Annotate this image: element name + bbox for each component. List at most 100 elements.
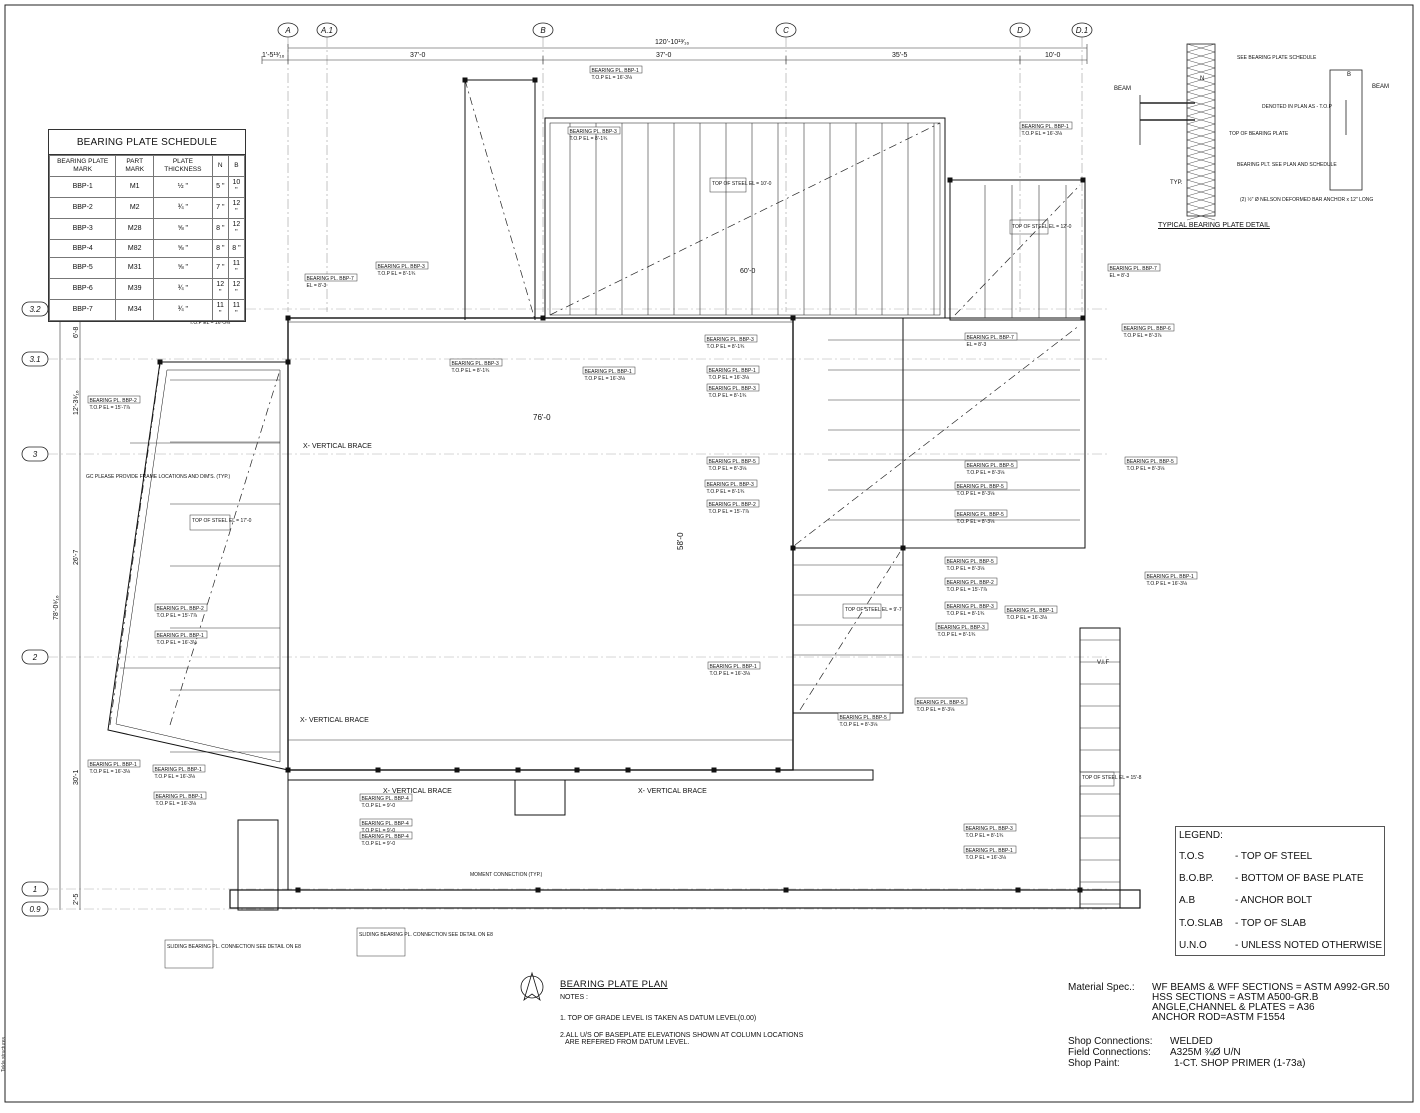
tos-9: TOP OF STEEL EL = 9'-7 [845,607,902,613]
note-1: 1. TOP OF GRADE LEVEL IS TAKEN AS DATUM … [560,1015,757,1022]
schedule-cell: 8 " [227,239,246,258]
bbp-tag-name: BEARING PL. BBP-2 [90,398,137,404]
bbp-tag-name: BEARING PL. BBP-7 [1110,266,1157,272]
grid-row-label: 2 [32,653,38,662]
grid-bubble-col: B [532,22,554,312]
grid-bubble-col: D [1009,22,1031,312]
legend-row: U.N.O- UNLESS NOTED OTHERWISE [1179,940,1384,951]
sheet-border [4,4,1414,1103]
schedule-cell: 11 " [227,299,246,321]
material-label: Material Spec.: [1068,982,1135,993]
detail-beam-right: BEAM [1372,84,1389,90]
detail-note-2: DENOTED IN PLAN AS - T.O.P [1262,104,1333,110]
schedule-header: BEARING PLATE MARK [48,155,117,177]
grid-col-label: C [783,26,789,35]
top-bay-dim-2: 37'-0 [656,52,671,59]
schedule-cell: ½ " [153,176,213,198]
bbp-tag-name: BEARING PL. BBP-6 [1124,326,1171,332]
bbp-tag-el: T.O.P EL = 8'-1¾ [378,271,417,277]
dim-76: 76'-0 [533,413,551,422]
tos-17: TOP OF STEEL EL = 17'-0 [192,518,252,524]
bearing-plate-detail [1139,43,1363,221]
bbp-tag-name: BEARING PL. BBP-4 [362,796,409,802]
schedule-cell: ¾ " [153,299,213,321]
bbp-tag-name: BEARING PL. BBP-4 [362,834,409,840]
bbp-tag: BEARING PL. BBP-5T.O.P EL = 8'-3⅛ [914,697,968,713]
bbp-tag: BEARING PL. BBP-4T.O.P EL = 9'-0 [359,831,413,847]
detail-beam-left: BEAM [1114,86,1131,92]
column-marker [515,767,521,773]
bbp-tag-el: T.O.P EL = 8'-1¾ [570,136,609,142]
bbp-tag-el: T.O.P EL = 8'-1¾ [707,489,746,495]
bbp-tag: BEARING PL. BBP-6T.O.P EL = 8'-3⅞ [1121,323,1175,339]
bbp-tag-name: BEARING PL. BBP-3 [966,826,1013,832]
grid-col-label: D [1017,26,1023,35]
left-dim-1: 6'-8 [73,326,80,338]
bbp-tag: BEARING PL. BBP-2T.O.P EL = 15'-7⅞ [87,395,141,411]
detail-note-3: TOP OF BEARING PLATE [1229,131,1289,137]
bbp-tag-el: EL = 8'-3 [307,283,327,289]
bbp-tag: BEARING PL. BBP-5T.O.P EL = 8'-3⅛ [837,712,891,728]
north-arrow-icon [520,971,544,1002]
bbp-tag-el: T.O.P EL = 8'-1¾ [947,611,986,617]
software-credit: Tekla structures [1,1036,7,1072]
material-line-2: HSS SECTIONS = ASTM A500-GR.B [1152,992,1319,1003]
column-marker [295,887,301,893]
overall-top-dim: 120'-10¹³⁄₁₆ [655,39,689,46]
dim-58: 58'-0 [676,532,685,550]
column-marker [1015,887,1021,893]
column-marker [711,767,717,773]
bbp-tag: BEARING PL. BBP-1T.O.P EL = 16'-3⅛ [707,661,761,677]
bbp-tag: BEARING PL. BBP-5T.O.P EL = 8'-3⅛ [964,460,1018,476]
column-marker [532,77,538,83]
bbp-tag-el: T.O.P EL = 8'-3⅛ [957,491,996,497]
sliding-note-2: SLIDING BEARING PL. CONNECTION SEE DETAI… [359,932,493,938]
schedule-cell: M82 [115,239,155,258]
schedule-cell: 12 " [227,197,246,219]
schedule-cell: ¾ " [153,197,213,219]
schedule-cell: BBP-7 [48,299,117,321]
bbp-tag-el: T.O.P EL = 16'-3⅛ [966,855,1007,861]
bbp-tag: BEARING PL. BBP-1T.O.P EL = 16'-3⅛ [152,764,206,780]
grid-col-label: A.1 [320,26,333,35]
bbp-tag-name: BEARING PL. BBP-4 [362,821,409,827]
bbp-tag-el: T.O.P EL = 9'-0 [362,841,396,847]
bbp-tag-el: T.O.P EL = 15'-7⅞ [947,587,988,593]
bbp-tag-el: T.O.P EL = 16'-3⅛ [157,640,198,646]
bbp-tag-name: BEARING PL. BBP-3 [709,386,756,392]
bbp-tag-el: T.O.P EL = 8'-3⅞ [1124,333,1163,339]
column-markers [157,77,1086,893]
schedule-cell: 7 " [211,197,229,219]
moment-conn-label: MOMENT CONNECTION (TYP.) [470,872,543,878]
bbp-tag: BEARING PL. BBP-1T.O.P EL = 16'-3⅛ [1144,571,1198,587]
legend-title: LEGEND: [1179,830,1223,841]
bbp-tag-el: T.O.P EL = 15'-7⅞ [90,405,131,411]
shop-conn-label: Shop Connections: [1068,1036,1153,1047]
bbp-tag-name: BEARING PL. BBP-5 [957,512,1004,518]
bbp-tag-el: T.O.P EL = 8'-1¾ [709,393,748,399]
legend-abbr: A.B [1179,895,1196,906]
bbp-tag: BEARING PL. BBP-1T.O.P EL = 16'-3⅛ [1004,605,1058,621]
bbp-tag: BEARING PL. BBP-1T.O.P EL = 16'-3⅛ [154,630,208,646]
bbp-tag-el: EL = 8'-3 [967,342,987,348]
bbp-tag-name: BEARING PL. BBP-2 [157,606,204,612]
bbp-tag-name: BEARING PL. BBP-1 [1007,608,1054,614]
bbp-tag-name: BEARING PL. BBP-1 [155,767,202,773]
bbp-tag-name: BEARING PL. BBP-1 [709,368,756,374]
legend-def: - TOP OF STEEL [1235,851,1313,862]
bbp-tag-el: T.O.P EL = 8'-1¾ [707,344,746,350]
column-marker [1080,315,1086,321]
left-dimensions [59,313,81,910]
schedule-header: PART MARK [115,155,155,177]
bbp-tag: BEARING PL. BBP-7EL = 8'-3 [964,332,1018,348]
bbp-tag-name: BEARING PL. BBP-3 [938,625,985,631]
paint-label: Shop Paint: [1068,1058,1120,1069]
bbp-tag: BEARING PL. BBP-3T.O.P EL = 8'-1¾ [944,601,998,617]
schedule-cell: 11 " [227,257,246,279]
grid-bubble-row: 0.9 [21,901,1110,917]
schedule-cell: 8 " [211,239,229,258]
bbp-tag: BEARING PL. BBP-4T.O.P EL = 9'-0 [359,793,413,809]
